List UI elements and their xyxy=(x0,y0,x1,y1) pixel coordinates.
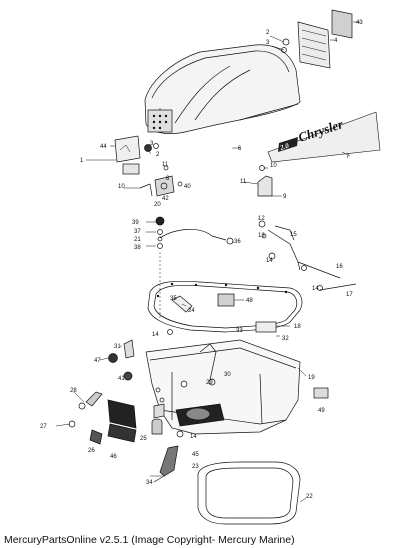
throttle-linkage xyxy=(155,216,234,320)
callout-32: 32 xyxy=(282,336,289,342)
callout-47: 47 xyxy=(94,358,101,364)
front-latch-plate xyxy=(114,135,159,175)
leader-lines xyxy=(73,21,360,503)
shift-lever-assembly xyxy=(258,220,357,291)
latch-hardware xyxy=(139,165,273,197)
small-fasteners-top xyxy=(281,38,290,53)
callout-21: 21 xyxy=(134,237,141,243)
callout-numbers: 43 2 3 4 6 7 44 1 3 2 11 8 10 42 40 20 1… xyxy=(40,20,363,500)
callout-24-top: 24 xyxy=(188,308,195,314)
callout-35: 35 xyxy=(170,296,177,302)
callout-3-top: 3 xyxy=(266,40,270,46)
callout-27: 27 xyxy=(40,424,47,430)
callout-28: 28 xyxy=(70,388,77,394)
callout-31: 31 xyxy=(114,344,121,350)
callout-12: 12 xyxy=(258,216,265,222)
callout-16: 16 xyxy=(336,264,343,270)
callout-22: 22 xyxy=(306,494,313,500)
copyright-footer: MercuryPartsOnline v2.5.1 (Image Copyrig… xyxy=(4,534,295,546)
chrysler-decal: 2.0 Chrysler xyxy=(267,111,381,163)
exploded-parts-diagram: 2.0 Chrysler xyxy=(40,9,381,525)
bottom-cowl xyxy=(145,339,329,435)
callout-42: 42 xyxy=(162,196,169,202)
callout-10-right: 10 xyxy=(270,163,277,169)
callout-11-left: 11 xyxy=(162,162,169,168)
callout-39: 39 xyxy=(132,220,139,226)
callout-14-low: 14 xyxy=(190,434,197,440)
callout-46: 46 xyxy=(110,454,117,460)
callout-3-mid: 3 xyxy=(150,141,154,147)
callout-29: 29 xyxy=(206,380,213,386)
callout-14-top: 14 xyxy=(266,258,273,264)
upper-seal-gasket xyxy=(147,280,303,333)
callout-43: 43 xyxy=(356,20,363,26)
callout-26: 26 xyxy=(88,448,95,454)
left-side-parts xyxy=(55,329,184,445)
top-cowl xyxy=(144,44,301,134)
callout-17: 17 xyxy=(346,292,353,298)
callout-41: 41 xyxy=(118,376,125,382)
bottom-seal-gasket xyxy=(197,461,301,525)
rear-grille-bracket xyxy=(297,9,353,69)
callout-48: 48 xyxy=(246,298,253,304)
callout-4: 4 xyxy=(334,38,338,44)
callout-8: 8 xyxy=(166,176,170,182)
callout-2-top: 2 xyxy=(266,30,270,36)
callout-6: 6 xyxy=(238,146,242,152)
callout-11-right: 11 xyxy=(240,179,247,185)
callout-23: 23 xyxy=(192,464,199,470)
callout-37: 37 xyxy=(134,229,141,235)
callout-36: 36 xyxy=(234,239,241,245)
callout-19: 19 xyxy=(308,375,315,381)
callout-45: 45 xyxy=(192,452,199,458)
callout-18: 18 xyxy=(294,324,301,330)
callout-25: 25 xyxy=(140,436,147,442)
callout-9: 9 xyxy=(283,194,287,200)
callout-1: 1 xyxy=(80,158,84,164)
callout-40: 40 xyxy=(184,184,191,190)
callout-2-mid: 2 xyxy=(156,152,160,158)
callout-7: 7 xyxy=(346,154,350,160)
callout-14-mid: 14 xyxy=(152,332,159,338)
callout-34: 34 xyxy=(146,480,153,486)
callout-20: 20 xyxy=(154,202,161,208)
callout-14-right: 14 xyxy=(312,286,319,292)
callout-10-left: 10 xyxy=(118,184,125,190)
callout-30: 30 xyxy=(224,372,231,378)
decal-badge-text: 2.0 xyxy=(278,141,290,152)
callout-33: 33 xyxy=(236,328,243,334)
callout-38: 38 xyxy=(134,245,141,251)
callout-13: 13 xyxy=(258,233,265,239)
cowl-lever xyxy=(150,445,179,483)
callout-15: 15 xyxy=(290,232,297,238)
callout-49: 49 xyxy=(318,408,325,414)
callout-44: 44 xyxy=(100,144,107,150)
